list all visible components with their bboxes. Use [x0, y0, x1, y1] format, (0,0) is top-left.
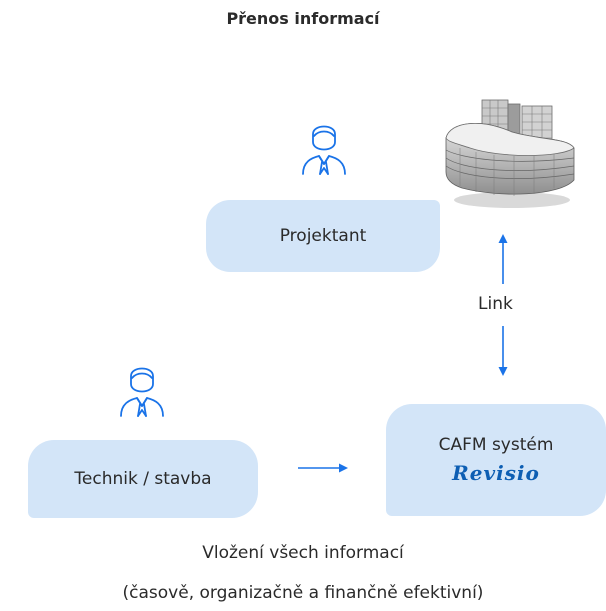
cafm-node: CAFM systém Revisio — [386, 404, 606, 516]
building-model-image — [445, 99, 575, 208]
footer-line-1: Vložení všech informací — [202, 543, 404, 563]
person-icon — [120, 367, 164, 417]
cafm-label: CAFM systém — [438, 435, 554, 455]
technik-label: Technik / stavba — [74, 469, 212, 489]
person-icon — [302, 125, 346, 175]
diagram-title: Přenos informací — [226, 9, 380, 28]
technik-node: Technik / stavba — [28, 440, 258, 518]
arrow-right-icon — [298, 463, 348, 473]
arrow-up-icon — [498, 234, 508, 284]
footer-line-2: (časově, organizačně a finančně efektivn… — [122, 583, 484, 603]
link-label: Link — [478, 294, 513, 314]
arrow-down-icon — [498, 326, 508, 376]
projektant-node: Projektant — [206, 200, 440, 272]
revisio-logo: Revisio — [452, 461, 540, 485]
projektant-label: Projektant — [279, 226, 367, 246]
